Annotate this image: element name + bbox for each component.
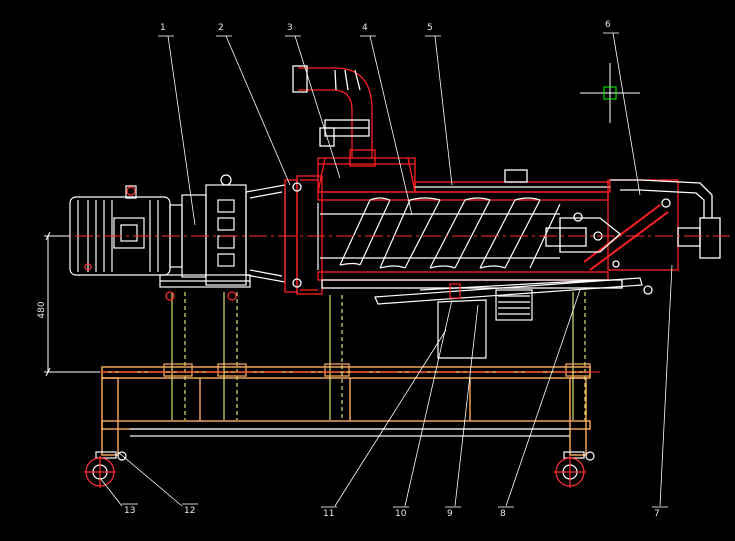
callout-label-8: 8 [500,509,506,519]
callout-label-12: 12 [184,506,195,516]
centerline [46,235,730,373]
dimension-label: 480 [37,301,47,318]
support-legs [163,292,591,420]
support-frame [101,366,591,456]
caster-wheel-right [554,451,595,488]
callout-leader-1 [167,35,196,226]
callout-leader-6 [612,32,641,196]
reducer-coupling [205,174,286,286]
cad-cursor-crosshair[interactable] [580,63,640,123]
callout-label-7: 7 [654,509,660,519]
callout-leader-13 [99,477,123,507]
callout-label-1: 1 [160,23,166,33]
callout-label-2: 2 [218,23,224,33]
callout-label-4: 4 [362,23,368,33]
screw-barrel [317,169,623,289]
callout-leader-7 [659,264,673,507]
callout-leader-8 [505,289,581,507]
callout-label-5: 5 [427,23,433,33]
callout-leader-10 [404,299,453,507]
screw-shaft [317,197,561,270]
callout-label-10: 10 [395,509,407,519]
callout-leader-3 [294,35,341,179]
callout-leader-9 [454,304,479,507]
feed-elbow-pipe [292,65,376,167]
callout-label-3: 3 [287,23,293,33]
motor [69,185,251,301]
hopper-box [317,157,416,193]
inlet-housing [284,175,323,295]
caster-wheel-left [84,451,127,488]
callout-leader-4 [369,35,413,216]
callout-leader-12 [117,451,183,507]
callout-label-13: 13 [124,506,135,516]
callout-label-11: 11 [323,509,334,519]
callout-label-6: 6 [605,20,611,30]
callout-leader-5 [434,35,453,186]
dimension-480 [44,231,100,377]
callout-label-9: 9 [447,509,453,519]
filtrate-tray [374,277,643,359]
callout-leader-11 [334,329,447,507]
callout-leader-2 [225,35,291,186]
outlet-assembly [545,179,721,295]
